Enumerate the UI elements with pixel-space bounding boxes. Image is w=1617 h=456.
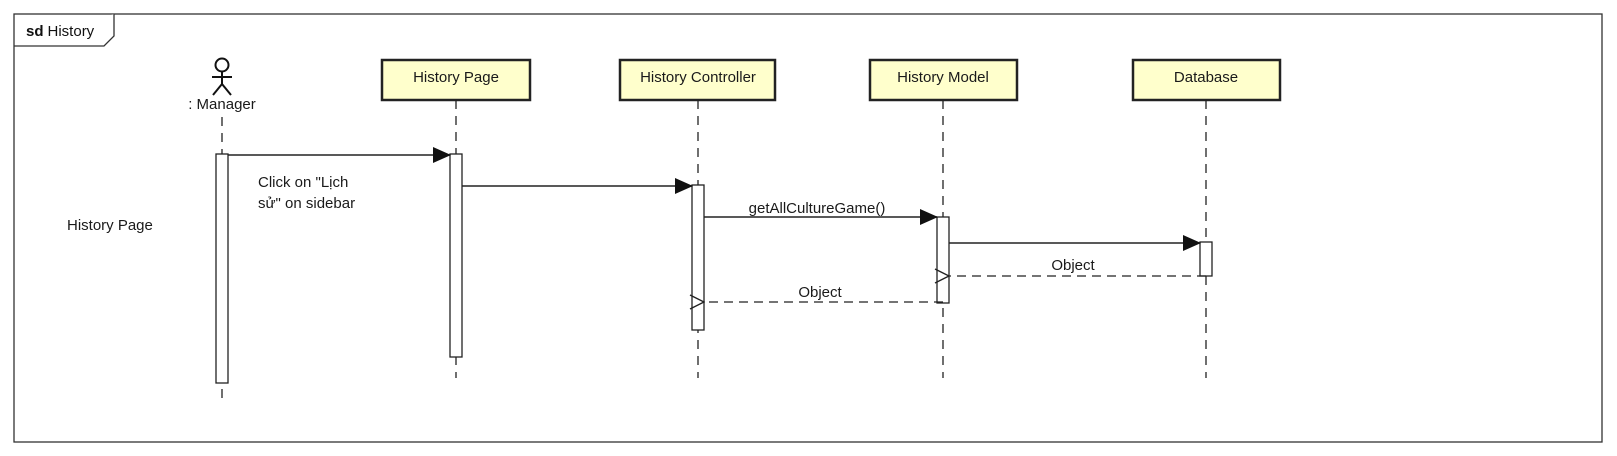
lifeline-database: Database [1131, 58, 1282, 378]
activation-history-model [936, 216, 950, 304]
lifeline-history-controller: History Controller [618, 58, 777, 378]
actor-stick-figure-icon [212, 57, 232, 96]
return-label-object-from-model: Object [798, 284, 842, 301]
activation-history-controller [691, 184, 705, 331]
message-label-get-all-culture-game: getAllCultureGame() [749, 200, 886, 217]
lifeline-label-history-model: History Model [897, 69, 989, 86]
return-label-object-from-database: Object [1051, 257, 1095, 274]
lifeline-label-database: Database [1174, 69, 1238, 86]
lifeline-history-model: History Model [868, 58, 1019, 378]
activation-manager [215, 153, 229, 384]
activation-database [1199, 241, 1213, 277]
lifeline-box-database [1131, 58, 1282, 102]
lifeline-history-page: History Page [380, 58, 532, 378]
lifeline-label-history-controller: History Controller [640, 69, 756, 86]
lifeline-box-history-page [380, 58, 532, 102]
message-label-click-sidebar: Click on "Lịch sử" on sidebar [258, 174, 355, 212]
lifeline-label-history-page: History Page [413, 69, 499, 86]
lifeline-box-history-model [868, 58, 1019, 102]
side-note: History Page [67, 217, 153, 234]
actor-manager: : Manager [188, 57, 256, 402]
activation-history-page [449, 153, 463, 358]
actor-label: : Manager [188, 96, 256, 113]
lifeline-box-history-controller [618, 58, 777, 102]
